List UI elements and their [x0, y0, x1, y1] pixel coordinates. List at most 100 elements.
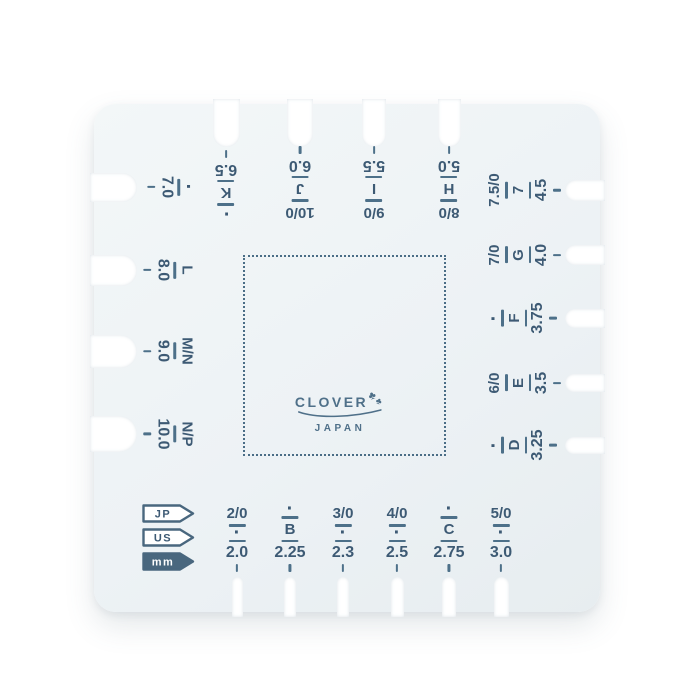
- needle-slot-3.5mm: [565, 374, 605, 392]
- fraction-bar: [440, 176, 458, 179]
- us-size-label: F: [505, 313, 523, 323]
- us-size-label: ·: [176, 183, 199, 191]
- fraction-bar: [501, 309, 504, 327]
- us-size-label: N/P: [178, 421, 196, 447]
- needle-slot-2.5mm: [390, 577, 404, 617]
- needle-slot-6.0mm: [287, 99, 313, 147]
- jp-size-label: ·: [286, 498, 294, 520]
- size-entry-7.0mm: ·7.0: [147, 175, 199, 199]
- country-name: JAPAN: [314, 423, 366, 434]
- mm-size-label: 4.5: [533, 178, 550, 202]
- fraction-bar: [365, 176, 383, 179]
- us-size-label: C: [443, 520, 455, 538]
- fraction-bar: [388, 524, 406, 527]
- mm-size-label: 10.0: [154, 418, 172, 450]
- tick-mark: [372, 146, 376, 154]
- jp-size-label: 9/0: [363, 204, 385, 221]
- us-size-label: ·: [393, 521, 401, 544]
- us-tag-label: US: [154, 533, 172, 545]
- us-size-label: K: [220, 184, 232, 202]
- fraction-bar: [228, 524, 246, 527]
- fraction-bar: [501, 436, 504, 454]
- dotted-measure-square: [243, 255, 446, 456]
- clover-leaf-icon: ♣ ♣: [367, 389, 385, 409]
- needle-slot-3.0mm: [493, 577, 509, 617]
- fraction-bar: [217, 180, 235, 183]
- us-legend-tag: US: [142, 528, 195, 547]
- us-size-label: J: [295, 180, 305, 198]
- fraction-bar: [528, 246, 531, 264]
- needle-slot-2.0mm: [231, 577, 243, 617]
- jp-size-label: 5/0: [490, 505, 512, 522]
- needle-slot-2.75mm: [442, 577, 456, 617]
- fraction-bar: [524, 309, 527, 327]
- tick-mark: [447, 146, 451, 154]
- fraction-bar: [528, 181, 531, 199]
- mm-size-label: 9.0: [154, 339, 172, 363]
- mm-size-label: 3.25: [529, 429, 546, 461]
- size-entry-3.25mm: ·D 3.25: [483, 429, 557, 461]
- jp-size-label: 3/0: [332, 505, 354, 522]
- mm-legend-tag: mm: [142, 552, 195, 571]
- us-size-label: B: [284, 520, 296, 538]
- tick-mark: [143, 268, 152, 272]
- clover-leaf-small: ♣: [374, 395, 384, 407]
- fraction-bar: [334, 524, 352, 527]
- us-size-label: G: [509, 249, 527, 261]
- mm-size-label: 8.0: [154, 258, 172, 282]
- size-entry-2.0mm: 2/0·2.0: [226, 506, 248, 572]
- tick-mark: [553, 253, 561, 257]
- us-size-label: D: [505, 439, 523, 451]
- size-entry-3.0mm: 5/0·3.0: [490, 506, 512, 572]
- fraction-bar: [492, 539, 510, 542]
- mm-size-label: 2.5: [385, 544, 409, 561]
- jp-legend-tag: JP: [142, 504, 195, 523]
- us-size-label: M/N: [178, 337, 196, 365]
- fraction-bar: [177, 178, 181, 196]
- mm-size-label: 7.0: [158, 175, 176, 199]
- us-size-label: I: [371, 180, 377, 198]
- needle-slot-3.25mm: [565, 436, 605, 454]
- brand-row: CLOVER ♣ ♣: [295, 389, 385, 409]
- jp-tag-label: JP: [155, 509, 171, 521]
- tick-mark: [447, 564, 451, 572]
- size-entry-2.3mm: 3/0·2.3: [332, 506, 354, 572]
- fraction-bar: [524, 436, 527, 454]
- us-size-label: H: [443, 180, 455, 198]
- jp-size-label: ·: [483, 441, 505, 449]
- jp-size-label: 10/0: [285, 204, 315, 221]
- size-entry-9.0mm: M/N 9.0: [143, 337, 196, 365]
- fraction-bar: [228, 539, 246, 542]
- jp-size-label: 6/0: [486, 372, 503, 394]
- fraction-bar: [365, 199, 383, 202]
- fraction-bar: [281, 516, 299, 519]
- fraction-bar: [388, 539, 406, 542]
- fraction-bar: [291, 176, 309, 179]
- tick-mark: [143, 432, 152, 436]
- tick-mark: [499, 564, 503, 572]
- jp-size-label: 7/0: [486, 244, 503, 266]
- logo-swoosh: [298, 409, 382, 418]
- tick-mark: [235, 564, 239, 572]
- us-size-label: ·: [497, 521, 505, 544]
- needle-slot-2.3mm: [337, 577, 349, 617]
- jp-size-label: 4/0: [386, 505, 408, 522]
- jp-size-label: ·: [222, 202, 230, 224]
- us-size-label: ·: [339, 521, 347, 544]
- tick-mark: [147, 185, 156, 189]
- mm-size-label: 3.75: [529, 302, 546, 334]
- needle-slot-7.0mm: [90, 172, 137, 202]
- mm-size-label: 5.5: [362, 157, 386, 174]
- fraction-bar: [291, 199, 309, 202]
- mm-size-label: 3.0: [489, 544, 513, 561]
- jp-size-label: 8/0: [438, 204, 460, 221]
